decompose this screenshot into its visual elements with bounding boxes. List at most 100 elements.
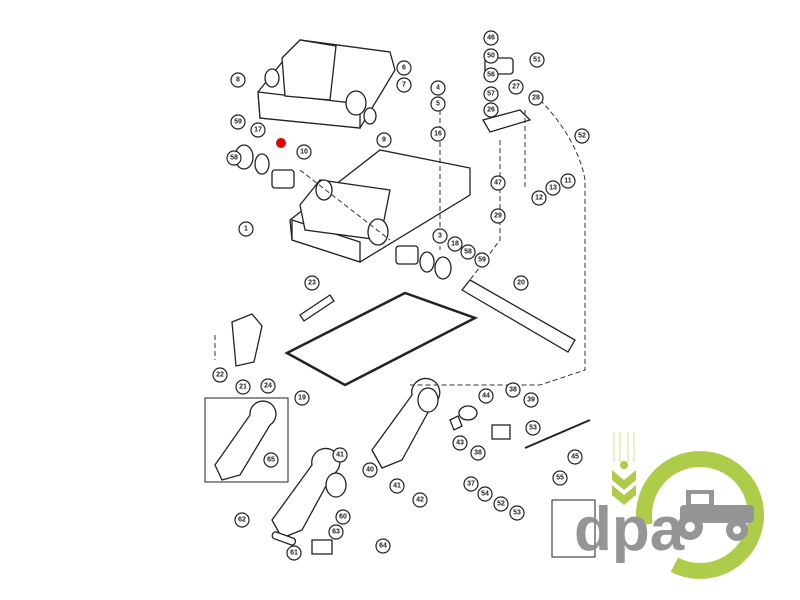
callout-number: 20 (517, 280, 525, 287)
cap-8 (264, 68, 280, 88)
callout-1: 1 (238, 221, 254, 237)
callout-41: 41 (389, 478, 405, 494)
highlight-marker (276, 138, 286, 148)
callout-63: 63 (328, 524, 344, 540)
callout-number: 5 (436, 101, 440, 108)
callout-circle (412, 492, 428, 508)
callout-38: 38 (505, 382, 521, 398)
callout-number: 8 (236, 77, 240, 84)
callout-circle (335, 509, 351, 525)
callout-number: 45 (571, 454, 579, 461)
callout-circle (552, 470, 568, 486)
callout-number: 41 (393, 483, 401, 490)
callout-number: 11 (564, 178, 572, 185)
callout-circle (531, 190, 547, 206)
callout-23: 23 (304, 275, 320, 291)
callout-circle (226, 150, 242, 166)
callout-circle (230, 114, 246, 130)
callout-circle (250, 122, 266, 138)
callout-number: 62 (238, 517, 246, 524)
callout-number: 57 (487, 91, 495, 98)
callout-circle (483, 67, 499, 83)
callout-number: 28 (532, 95, 540, 102)
lift-arm-40 (371, 377, 441, 469)
callout-number: 38 (474, 450, 482, 457)
callout-circle (212, 367, 228, 383)
callout-number: 9 (382, 137, 386, 144)
callout-12: 12 (531, 190, 547, 206)
callout-45: 45 (567, 449, 583, 465)
callout-circle (528, 90, 544, 106)
callout-circle (235, 379, 251, 395)
callout-16: 16 (430, 126, 446, 142)
callout-circle (432, 228, 448, 244)
callout-circle (523, 392, 539, 408)
callout-37: 37 (463, 476, 479, 492)
callout-6: 6 (396, 60, 412, 76)
callout-44: 44 (478, 388, 494, 404)
callout-62: 62 (234, 512, 250, 528)
callout-number: 23 (308, 280, 316, 287)
callout-circle (375, 538, 391, 554)
shaft-20 (461, 279, 576, 353)
callout-circle (263, 452, 279, 468)
callout-circle (430, 126, 446, 142)
callout-51: 51 (529, 52, 545, 68)
callout-number: 37 (467, 481, 475, 488)
callout-57: 57 (483, 86, 499, 102)
callout-number: 53 (529, 425, 537, 432)
callout-number: 63 (332, 529, 340, 536)
wheat-icon (612, 470, 636, 505)
callout-58: 58 (226, 150, 242, 166)
callout-circle (493, 496, 509, 512)
callout-60: 60 (335, 509, 351, 525)
callout-43: 43 (452, 435, 468, 451)
callout-circle (362, 462, 378, 478)
callout-21: 21 (235, 379, 251, 395)
lever-21 (231, 313, 263, 367)
callout-10: 10 (296, 144, 312, 160)
callout-number: 39 (527, 397, 535, 404)
callout-circle (332, 447, 348, 463)
callout-circle (574, 128, 590, 144)
callout-circle (470, 445, 486, 461)
callout-17: 17 (250, 122, 266, 138)
callout-26: 26 (483, 102, 499, 118)
callout-7: 7 (396, 77, 412, 93)
callout-circle (545, 180, 561, 196)
callout-number: 38 (509, 387, 517, 394)
callout-3: 3 (432, 228, 448, 244)
callout-4: 4 (430, 80, 446, 96)
callout-circle (286, 545, 302, 561)
callout-22: 22 (212, 367, 228, 383)
callout-18: 18 (447, 236, 463, 252)
callout-59: 59 (474, 252, 490, 268)
callout-circle (260, 378, 276, 394)
upper-housing (257, 39, 396, 129)
callout-47: 47 (490, 175, 506, 191)
callout-circle (304, 275, 320, 291)
callout-circle (508, 79, 524, 95)
callout-24: 24 (260, 378, 276, 394)
inset-box-55 (551, 499, 596, 558)
callout-27: 27 (508, 79, 524, 95)
callout-circle (238, 221, 254, 237)
seal-17 (254, 153, 270, 175)
callout-number: 24 (264, 383, 272, 390)
callout-circle (474, 252, 490, 268)
callout-number: 43 (456, 440, 464, 447)
tractor-icon (677, 490, 754, 541)
pin-23 (299, 294, 335, 322)
callout-number: 18 (451, 241, 459, 248)
callout-circle (483, 102, 499, 118)
callout-41: 41 (332, 447, 348, 463)
callout-circle (478, 388, 494, 404)
callout-circle (389, 478, 405, 494)
callout-number: 27 (512, 84, 520, 91)
callout-circle (490, 208, 506, 224)
callout-number: 55 (556, 475, 564, 482)
callout-circle (294, 390, 310, 406)
gasket-19 (284, 291, 479, 387)
callout-circle (460, 244, 476, 260)
